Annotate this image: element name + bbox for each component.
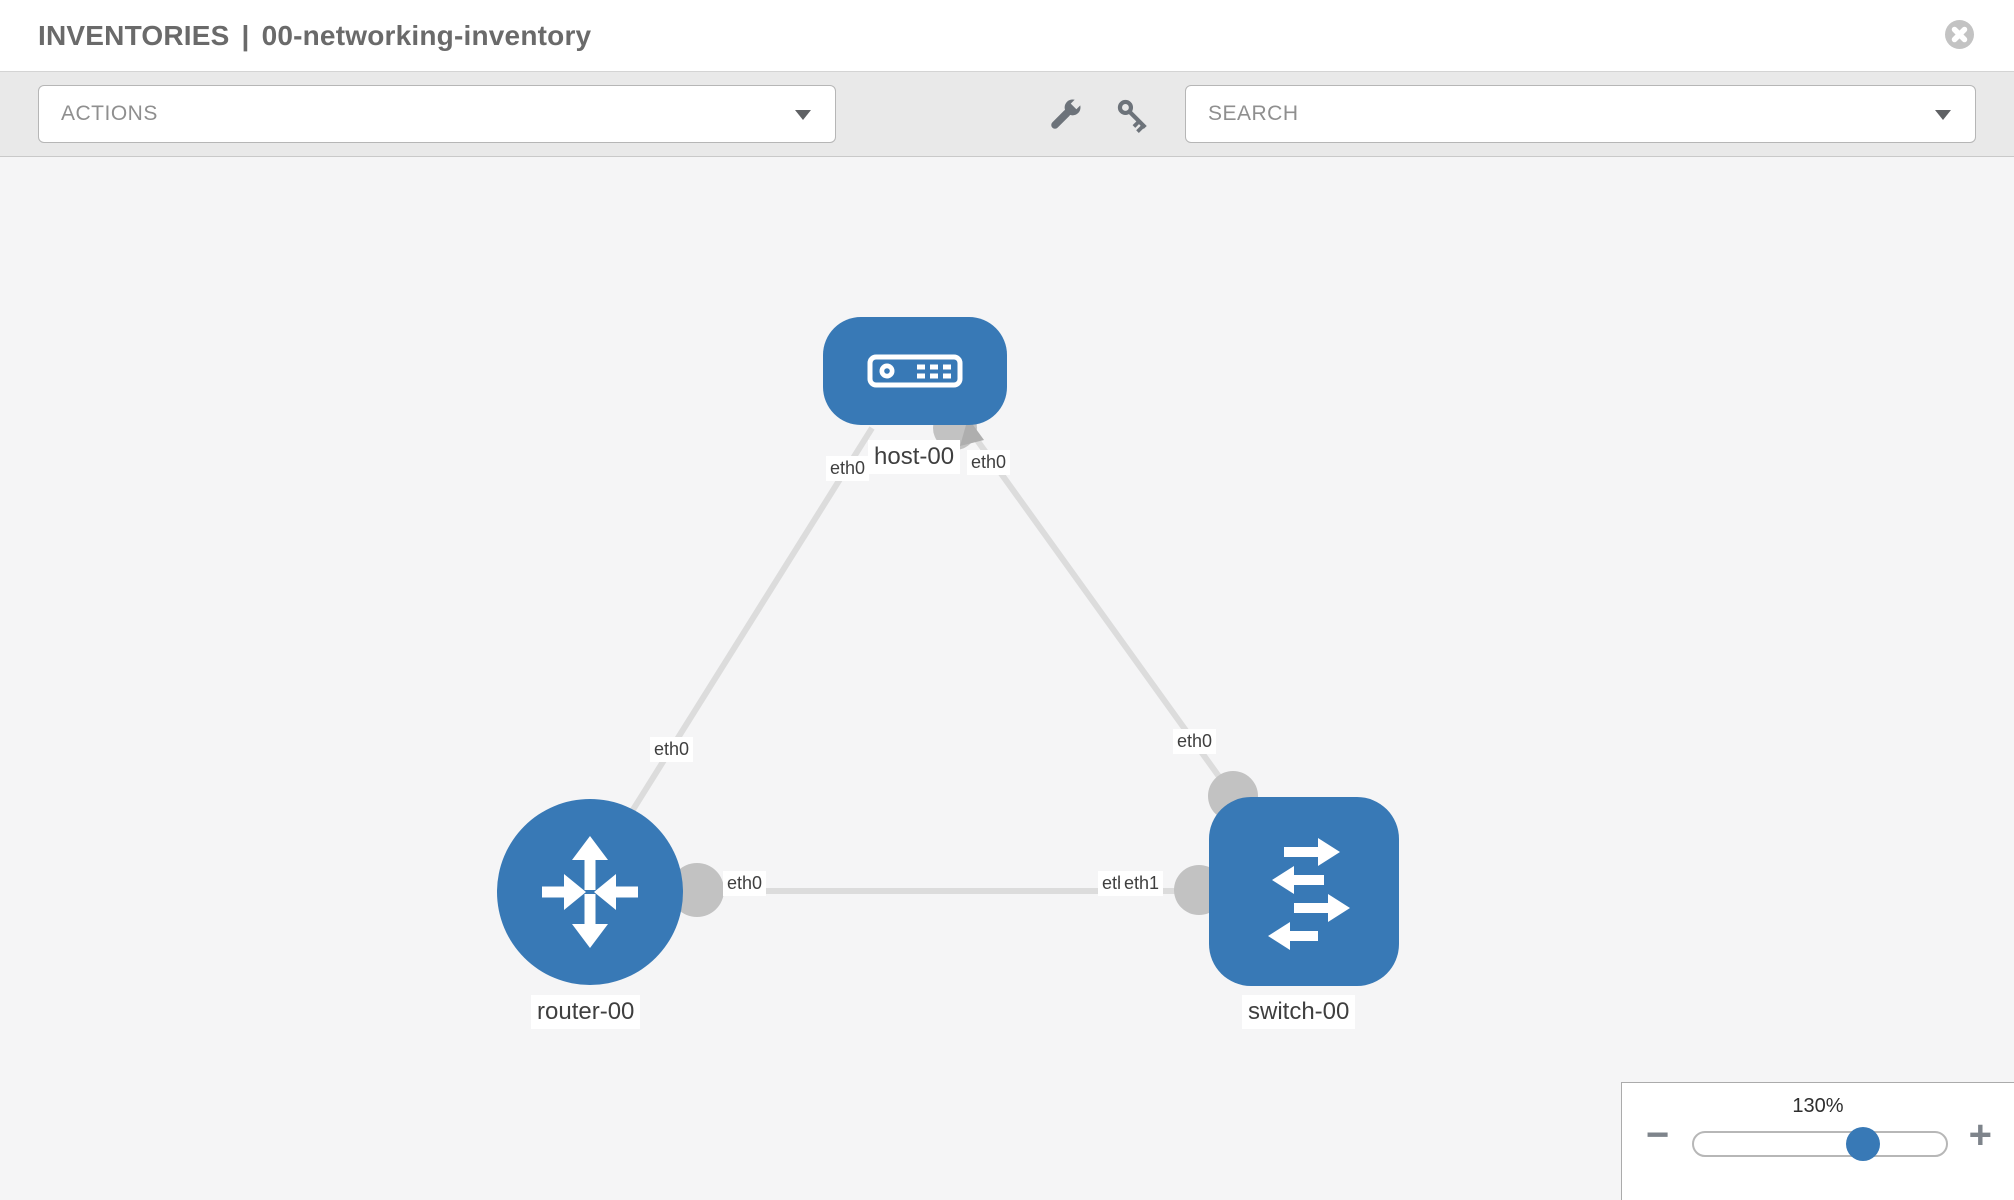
iface-label-switch-to-router: eth1 [1120, 871, 1164, 896]
zoom-out-button[interactable]: − [1646, 1113, 1670, 1157]
interface-connector-router [670, 863, 724, 917]
host-icon [867, 354, 963, 388]
node-label-router: router-00 [531, 995, 641, 1029]
node-host-00[interactable] [823, 317, 1007, 425]
iface-label-host-to-router: eth0 [826, 456, 870, 481]
key-button[interactable] [1112, 94, 1156, 138]
actions-dropdown-label: ACTIONS [61, 102, 158, 125]
node-router-00[interactable] [497, 799, 683, 985]
page-title: INVENTORIES | 00-networking-inventory [38, 0, 591, 72]
zoom-slider-track[interactable] [1692, 1127, 1948, 1161]
wrench-icon [1051, 97, 1083, 129]
zoom-in-button[interactable]: + [1968, 1113, 1992, 1157]
link-host-router[interactable] [611, 426, 875, 842]
key-icon [1117, 99, 1147, 133]
breadcrumb-separator: | [241, 20, 250, 51]
x-circle-icon [1951, 26, 1968, 43]
switch-icon [1268, 837, 1350, 950]
search-dropdown-label: SEARCH [1208, 102, 1299, 125]
iface-label-host-to-switch: eth0 [967, 450, 1011, 475]
tools-button[interactable] [1042, 94, 1086, 138]
zoom-slider-handle[interactable] [1845, 1127, 1880, 1161]
breadcrumb-item: 00-networking-inventory [261, 20, 592, 51]
topology-canvas[interactable] [0, 157, 2014, 1200]
zoom-level-value: 130% [1792, 1095, 1844, 1117]
iface-label-switch-to-host: eth0 [1173, 729, 1217, 754]
header: INVENTORIES | 00-networking-inventory [0, 0, 2014, 72]
toolbar: ACTIONS SEARCH [0, 72, 2014, 157]
zoom-control-panel: 130% − + [1621, 1082, 2014, 1200]
search-dropdown[interactable]: SEARCH [1185, 85, 1976, 143]
chevron-down-icon [1935, 110, 1951, 120]
node-switch-00[interactable] [1209, 797, 1399, 986]
link-arrowhead-icon [960, 418, 984, 446]
close-button[interactable] [1945, 20, 1974, 49]
iface-label-router-to-switch: eth0 [723, 871, 767, 896]
breadcrumb-section: INVENTORIES [38, 20, 230, 51]
chevron-down-icon [795, 110, 811, 120]
iface-label-router-to-host: eth0 [650, 737, 694, 762]
actions-dropdown[interactable]: ACTIONS [38, 85, 836, 143]
router-icon [542, 836, 638, 948]
node-label-switch: switch-00 [1242, 995, 1356, 1029]
node-label-host: host-00 [868, 440, 961, 474]
